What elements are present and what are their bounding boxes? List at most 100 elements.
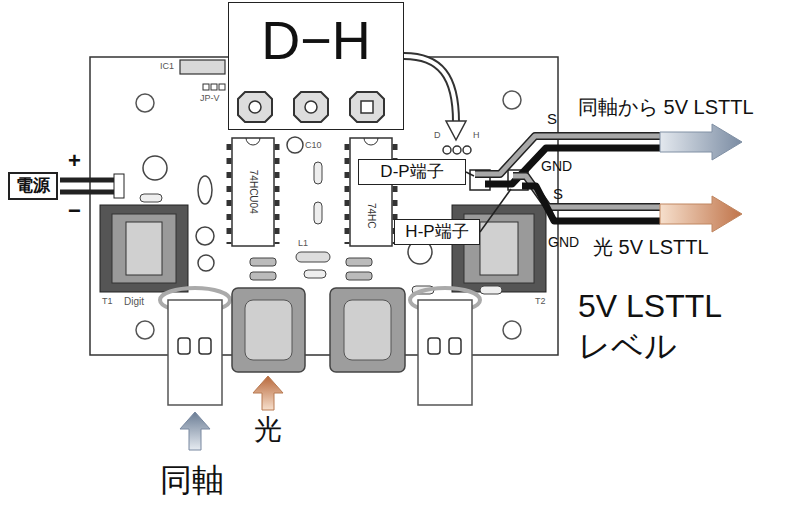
rect-shape (250, 272, 276, 280)
path-shape (364, 138, 378, 145)
rect-shape (100, 205, 188, 292)
silkscreen-text: C10 (305, 140, 322, 150)
signal-label: 光 5V LSTTL (593, 236, 709, 259)
circle-shape (287, 137, 303, 153)
pin-name: S (547, 110, 557, 127)
silkscreen-text: T2 (535, 296, 546, 306)
rect-shape (232, 288, 305, 372)
silkscreen-text: Digit (124, 296, 144, 308)
line-shape (60, 178, 120, 183)
polygon-shape (180, 412, 210, 450)
rect-shape (140, 194, 162, 202)
rect-shape (330, 288, 405, 372)
rect-shape (314, 162, 322, 184)
circle-shape (136, 321, 154, 339)
rect-shape (304, 270, 326, 278)
rect-shape (296, 252, 330, 262)
node-text: D−H (229, 9, 403, 71)
circle-shape (249, 101, 261, 113)
rect-shape (418, 300, 472, 405)
line-shape (227, 144, 232, 244)
path-shape (246, 138, 260, 145)
pcb-board (90, 57, 558, 355)
polyline-shape (522, 186, 660, 221)
node-text: 電源 (16, 176, 50, 196)
circle-shape (463, 146, 471, 154)
rect-shape (428, 338, 440, 354)
node-text: D-P端子 (367, 162, 457, 182)
polyline-shape (475, 136, 660, 174)
polygon-shape (253, 376, 283, 410)
rect-shape (126, 222, 162, 275)
circle-shape (503, 321, 521, 339)
silkscreen-text: L1 (298, 238, 308, 248)
line-shape (480, 189, 511, 232)
node-text: H-P端子 (403, 222, 471, 242)
rect-shape (480, 222, 518, 275)
silkscreen-text: 74HCU04 (247, 170, 259, 214)
rect-shape (250, 258, 276, 266)
rect-shape (346, 272, 372, 280)
silkscreen-text: T1 (102, 296, 113, 306)
polygon-shape (350, 92, 384, 122)
line-shape (466, 172, 474, 176)
rect-shape (168, 300, 222, 405)
rect-shape (346, 258, 372, 266)
silkscreen-text: H (473, 130, 480, 140)
polygon-shape (446, 121, 466, 140)
polygon-shape (660, 196, 742, 232)
polyline-shape (485, 148, 660, 184)
rect-shape (211, 84, 217, 90)
rect-shape (480, 286, 502, 294)
rect-shape (228, 2, 404, 130)
pin-name: S (553, 185, 563, 202)
path-shape (404, 56, 456, 122)
rect-shape (180, 60, 225, 74)
polygon-shape (294, 92, 328, 122)
rect-shape (114, 174, 124, 198)
polyline-shape (475, 136, 660, 174)
rect-shape (245, 300, 292, 360)
polarity-sign: − (68, 198, 81, 223)
circle-shape (443, 146, 451, 154)
circle-shape (503, 91, 521, 109)
rect-shape (361, 101, 373, 113)
rect-shape (203, 84, 209, 90)
input-label: 光 (254, 414, 282, 446)
jumper-callout: D−H (228, 2, 404, 130)
circle-shape (198, 255, 214, 271)
line-shape (60, 190, 120, 195)
rect-shape (314, 202, 322, 224)
rect-shape (112, 214, 176, 283)
input-label: 同軸 (160, 462, 224, 499)
path-shape (404, 56, 456, 122)
rect-shape (350, 138, 392, 246)
polarity-sign: + (68, 148, 81, 173)
circle-shape (143, 156, 167, 180)
circle-shape (136, 94, 154, 112)
polygon-shape (238, 92, 272, 122)
rect-shape (449, 338, 461, 354)
polygon-shape (660, 124, 742, 160)
circle-shape (196, 227, 214, 245)
line-shape (275, 144, 280, 244)
terminal-callout: H-P端子 (394, 219, 480, 245)
pin-name: GND (541, 158, 572, 174)
silkscreen-text: IC1 (160, 61, 174, 71)
signal-label: 同軸から 5V LSTTL (578, 96, 754, 119)
circle-shape (305, 101, 317, 113)
rect-shape (199, 338, 211, 354)
silkscreen-text: JP-V (200, 93, 220, 103)
rect-shape (344, 300, 391, 360)
ellipse-shape (198, 176, 212, 204)
rect-shape (219, 84, 225, 90)
power-label-box: 電源 (8, 172, 58, 200)
rect-shape (232, 138, 274, 246)
silkscreen-text: 74HC (365, 203, 377, 229)
pin-name: GND (548, 234, 579, 250)
line-shape (345, 144, 350, 244)
rect-shape (178, 338, 190, 354)
terminal-callout: D-P端子 (358, 159, 466, 185)
